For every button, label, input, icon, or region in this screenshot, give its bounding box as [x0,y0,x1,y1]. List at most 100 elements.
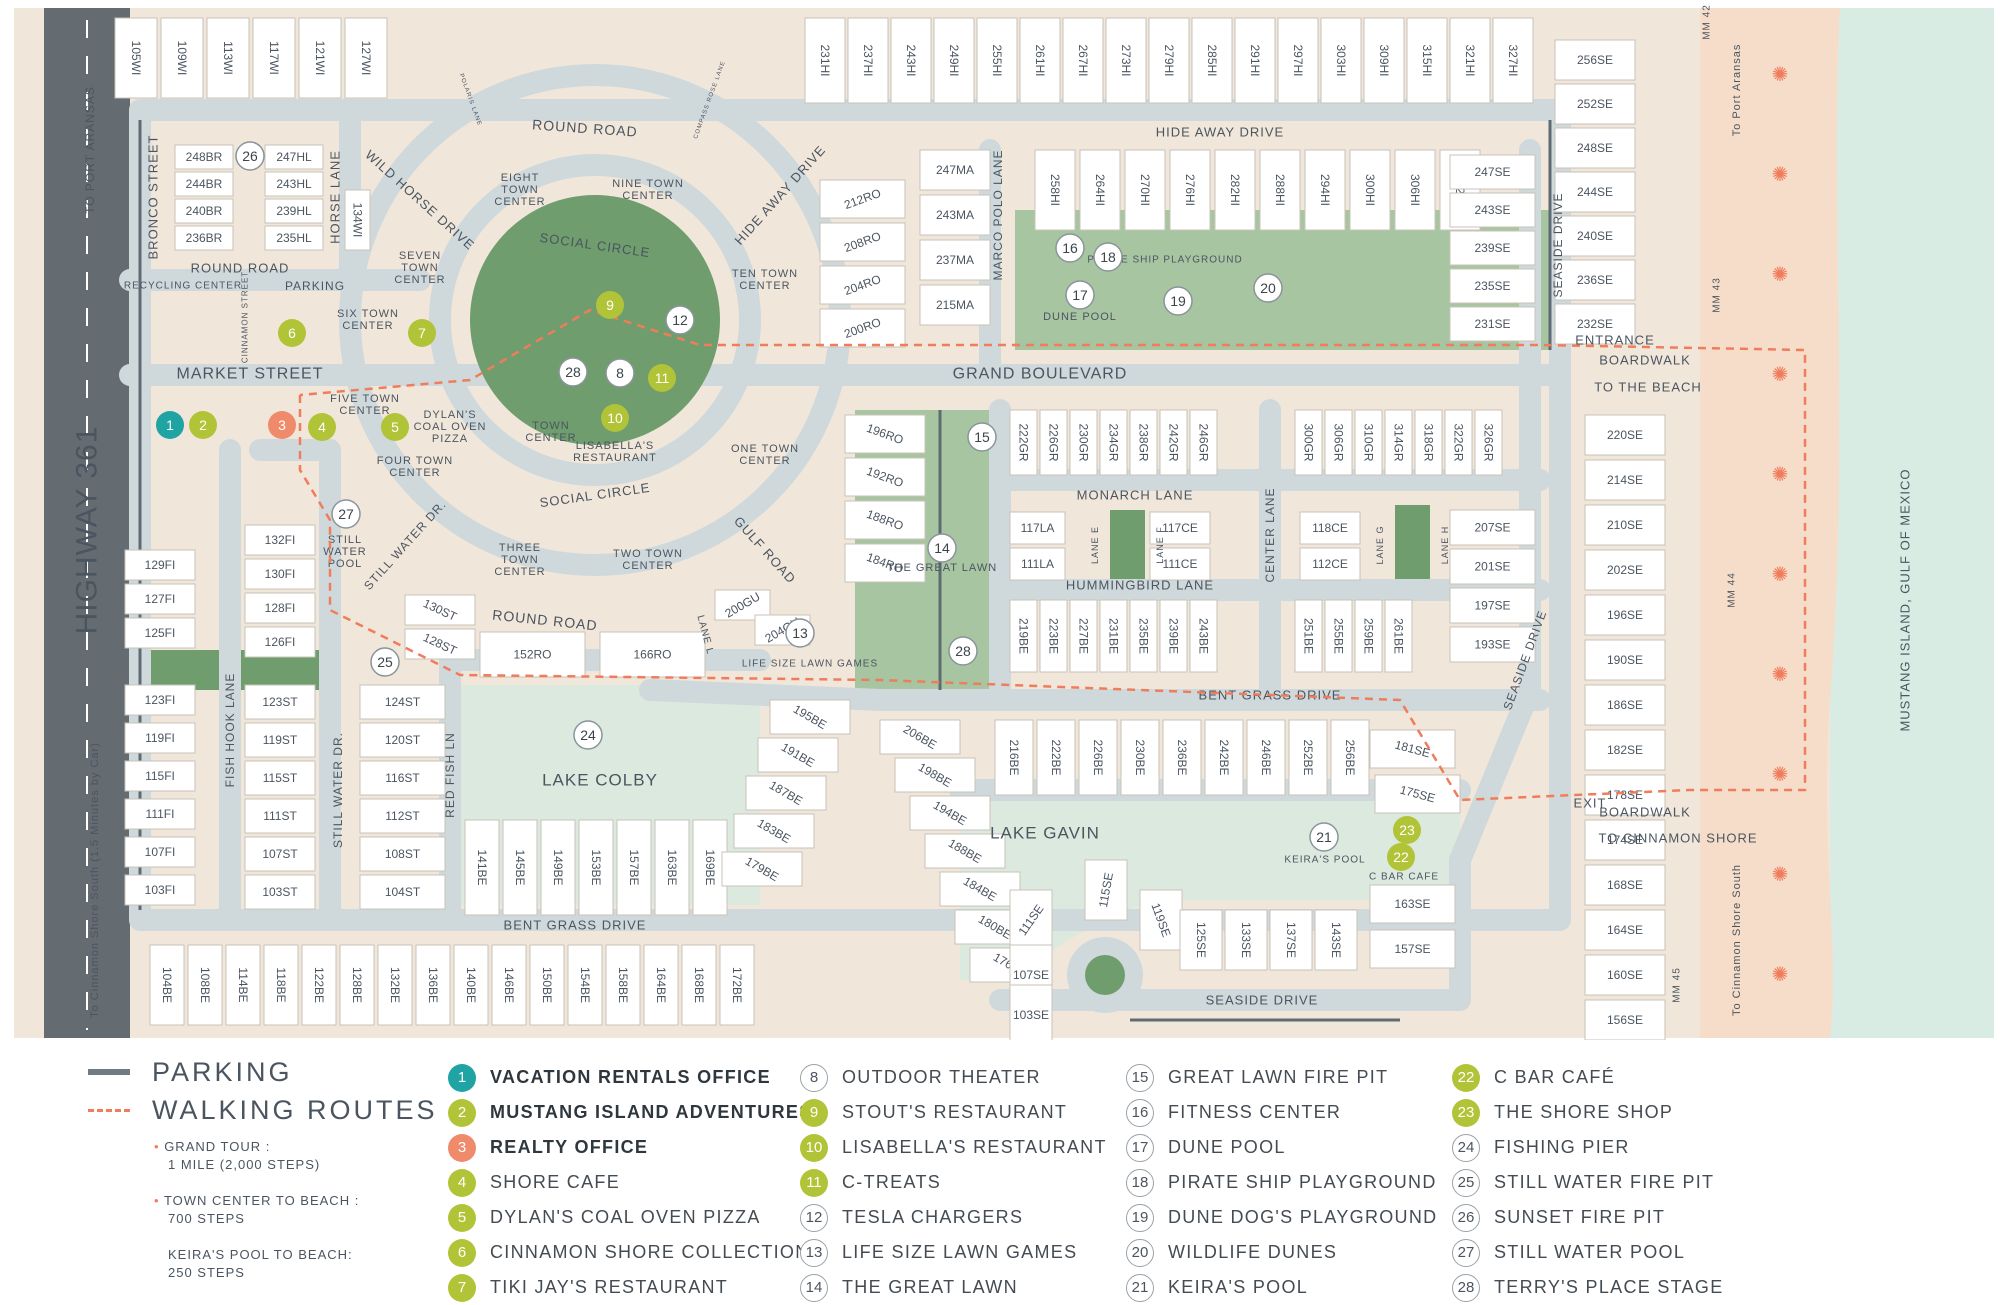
lot[interactable]: 282HI [1214,149,1256,231]
marker-4[interactable]: 4 [308,413,336,441]
marker-5[interactable]: 5 [381,413,409,441]
lot[interactable]: 128BE [339,944,375,1026]
lot[interactable]: 309HI [1363,17,1405,104]
lot[interactable]: 117CE [1149,511,1211,545]
lot[interactable]: 104BE [149,944,185,1026]
lot[interactable]: 117LA [1009,511,1066,545]
lot[interactable]: 117WI [252,17,296,99]
lot[interactable]: 252BE [1288,719,1328,796]
lot[interactable]: 158BE [605,944,641,1026]
lot[interactable]: 214SE [1584,459,1666,501]
lot[interactable]: 103SE [1009,984,1053,1040]
lot[interactable]: 108BE [187,944,223,1026]
lot[interactable]: 243HL [264,171,324,197]
lot[interactable]: 190SE [1584,639,1666,681]
lot[interactable]: 247HL [264,144,324,170]
lot[interactable]: 216BE [994,719,1034,796]
lot[interactable]: 109WI [160,17,204,99]
lot[interactable]: 219BE [1009,599,1038,673]
lot[interactable]: 204RO [819,265,906,305]
lot[interactable]: 107ST [244,836,316,872]
lot[interactable]: 196SE [1584,594,1666,636]
lot[interactable]: 248BR [174,144,234,170]
lot[interactable]: 230GR [1069,409,1098,476]
lot[interactable]: 220SE [1584,414,1666,456]
lot[interactable]: 326GR [1474,409,1503,476]
lot[interactable]: 107FI [124,836,196,868]
lot[interactable]: 188RO [844,500,926,540]
lot[interactable]: 157BE [616,819,652,916]
lot[interactable]: 237MA [919,239,991,281]
lot[interactable]: 297HI [1277,17,1319,104]
lot[interactable]: 261BE [1384,599,1413,673]
lot[interactable]: 130FI [244,558,316,590]
lot[interactable]: 152RO [479,631,586,678]
lot[interactable]: 127FI [124,583,196,615]
lot[interactable]: 130ST [404,594,476,626]
lot[interactable]: 227BE [1069,599,1098,673]
lot[interactable]: 146BE [491,944,527,1026]
lot[interactable]: 184RO [844,543,926,583]
lot[interactable]: 197SE [1449,587,1536,624]
lot[interactable]: 202SE [1584,549,1666,591]
lot[interactable]: 113WI [206,17,250,99]
marker-9[interactable]: 9 [596,291,624,319]
lot[interactable]: 126FI [244,626,316,658]
lot[interactable]: 103FI [124,874,196,906]
lot[interactable]: 264HI [1079,149,1121,231]
marker-18[interactable]: 18 [1093,242,1123,272]
lot[interactable]: 194BE [909,795,991,831]
lot[interactable]: 178SE [1584,774,1666,816]
lot[interactable]: 261HI [1019,17,1061,104]
marker-7[interactable]: 7 [408,319,436,347]
lot[interactable]: 226GR [1039,409,1068,476]
lot[interactable]: 236SE [1554,259,1636,301]
lot[interactable]: 164BE [643,944,679,1026]
lot[interactable]: 243MA [919,194,991,236]
lot[interactable]: 238GR [1129,409,1158,476]
lot[interactable]: 306GR [1324,409,1353,476]
lot[interactable]: 200RO [819,308,906,348]
lot[interactable]: 242GR [1159,409,1188,476]
lot[interactable]: 239BE [1159,599,1188,673]
lot[interactable]: 273HI [1105,17,1147,104]
marker-21[interactable]: 21 [1309,822,1339,852]
lot[interactable]: 111CE [1149,547,1211,581]
lot[interactable]: 231SE [1449,306,1536,342]
lot[interactable]: 236BR [174,225,234,251]
lot[interactable]: 183BE [733,813,815,849]
marker-22[interactable]: 22 [1387,843,1415,871]
lot[interactable]: 105WI [114,17,158,99]
marker-6[interactable]: 6 [278,319,306,347]
lot[interactable]: 239HL [264,198,324,224]
lot[interactable]: 237HI [847,17,889,104]
lot[interactable]: 231BE [1099,599,1128,673]
lot[interactable]: 118CE [1299,511,1361,545]
lot[interactable]: 193SE [1449,626,1536,663]
marker-1[interactable]: 1 [156,411,184,439]
lot[interactable]: 288HI [1259,149,1301,231]
round-road-ring[interactable] [429,154,761,486]
lot[interactable]: 207SE [1449,509,1536,546]
lot[interactable]: 236BE [1162,719,1202,796]
lot[interactable]: 231HI [804,17,846,104]
lot[interactable]: 212RO [819,179,906,219]
lot[interactable]: 160SE [1584,954,1666,996]
lot[interactable]: 125FI [124,617,196,649]
lot[interactable]: 125SE [1179,909,1223,971]
